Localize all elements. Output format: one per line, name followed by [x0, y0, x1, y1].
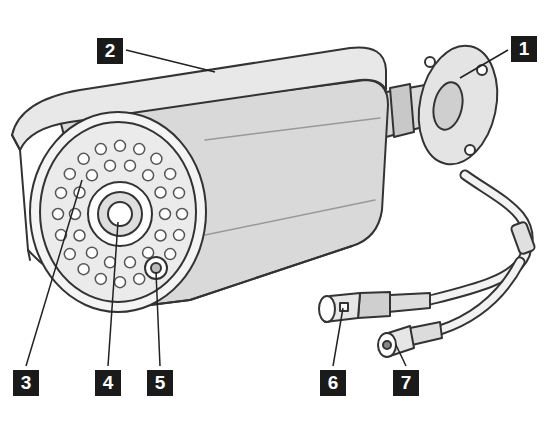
ir-led: [155, 187, 166, 198]
ir-led: [115, 140, 126, 151]
ir-led: [143, 170, 154, 181]
callout-number: 5: [147, 370, 173, 396]
ir-led: [165, 168, 176, 179]
ir-led: [160, 209, 171, 220]
ir-led: [125, 160, 136, 171]
ir-led: [53, 209, 64, 220]
ir-led: [64, 249, 75, 260]
ir-led: [95, 144, 106, 155]
ir-led: [155, 230, 166, 241]
ir-led: [165, 249, 176, 260]
ir-led: [174, 230, 185, 241]
ir-led: [64, 168, 75, 179]
ir-led: [78, 264, 89, 275]
ir-led: [86, 170, 97, 181]
ir-led: [56, 187, 67, 198]
ir-led: [86, 247, 97, 258]
ir-led: [95, 273, 106, 284]
ir-led: [174, 187, 185, 198]
ir-led: [78, 153, 89, 164]
ir-led: [177, 209, 188, 220]
ir-led: [134, 144, 145, 155]
callout-number: 1: [511, 36, 537, 62]
callout-number: 6: [320, 370, 346, 396]
ir-led: [151, 153, 162, 164]
ir-led: [105, 257, 116, 268]
ir-led: [143, 247, 154, 258]
callout-number: 4: [95, 370, 121, 396]
callout-number: 7: [393, 370, 419, 396]
ir-led: [74, 230, 85, 241]
ir-led: [125, 257, 136, 268]
ir-led: [105, 160, 116, 171]
callout-number: 3: [13, 370, 39, 396]
ir-led: [134, 273, 145, 284]
callout-number: 2: [97, 38, 123, 64]
ir-led: [115, 277, 126, 288]
